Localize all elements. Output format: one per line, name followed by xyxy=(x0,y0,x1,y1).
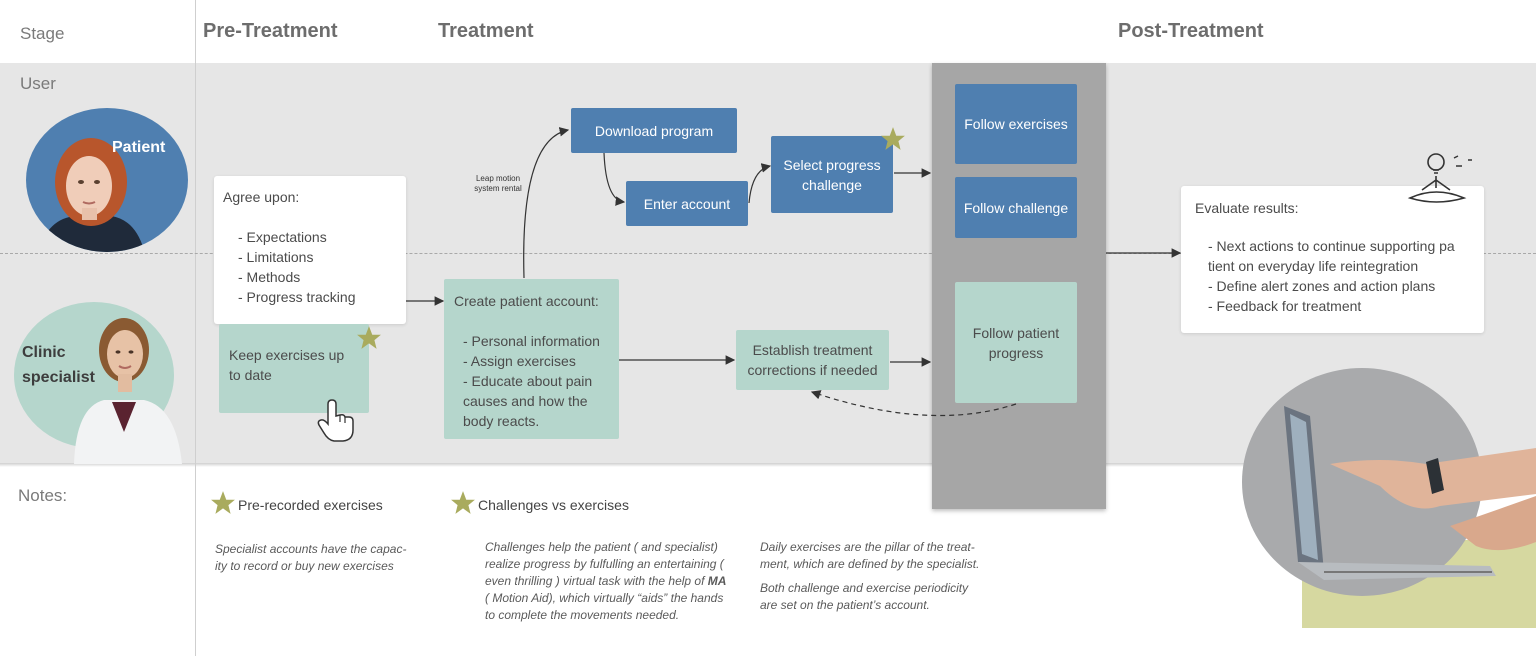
list-item: - Next actions to continue supporting pa… xyxy=(1208,238,1455,274)
lane-divider xyxy=(0,253,1536,254)
keep-exercises-label: Keep exercises up to date xyxy=(229,347,345,383)
arrow-icon xyxy=(523,127,570,279)
establish-corrections-box: Establish treatment corrections if neede… xyxy=(736,330,889,390)
arrow-icon xyxy=(603,152,626,206)
patient-avatar xyxy=(26,108,188,253)
specialist-avatar xyxy=(14,302,190,464)
follow-challenge-box: Follow challenge xyxy=(955,177,1077,238)
agree-upon-card: Agree upon: - Expectations - Limitations… xyxy=(214,176,406,324)
follow-exercises-box: Follow exercises xyxy=(955,84,1077,164)
star-icon xyxy=(211,491,235,514)
stage-treatment: Treatment xyxy=(438,20,534,42)
notes-label: Notes: xyxy=(18,486,68,505)
label-column-divider xyxy=(195,0,196,656)
list-item: - Progress tracking xyxy=(238,289,356,305)
note-daily-exercises: Daily exercises are the pillar of the tr… xyxy=(760,540,980,571)
list-item: - Personal information xyxy=(463,333,600,349)
note-challenges-text: Challenges help the patient ( and specia… xyxy=(485,540,727,622)
star-icon xyxy=(357,326,381,349)
enter-account-box: Enter account xyxy=(626,181,748,226)
arrow-icon xyxy=(810,390,1017,417)
note-challenges-title: Challenges vs exercises xyxy=(478,497,629,513)
leap-motion-note: Leap motion system rental xyxy=(474,174,522,193)
pointing-hand-icon xyxy=(317,399,354,442)
evaluate-results-list: - Next actions to continue supporting pa… xyxy=(1208,236,1468,316)
list-item: - Feedback for treatment xyxy=(1208,298,1362,314)
note-pre-recorded-title: Pre-recorded exercises xyxy=(238,497,383,513)
note-periodicity: Both challenge and exercise periodicity … xyxy=(760,581,969,612)
laptop-hand-photo xyxy=(1242,368,1536,596)
list-item: - Expectations xyxy=(238,229,327,245)
list-item: - Define alert zones and action plans xyxy=(1208,278,1436,294)
user-label: User xyxy=(20,74,56,93)
create-account-title: Create patient account: xyxy=(454,293,599,309)
stage-label: Stage xyxy=(20,24,65,43)
agree-upon-list: - Expectations - Limitations - Methods -… xyxy=(238,227,355,307)
list-item: - Educate about pain causes and how the … xyxy=(463,373,593,429)
band-shadow xyxy=(0,463,1536,467)
note-pre-recorded-text: Specialist accounts have the capac-ity t… xyxy=(215,542,407,573)
download-program-box: Download program xyxy=(571,108,737,153)
agree-upon-title: Agree upon: xyxy=(223,189,300,205)
stage-post-treatment: Post-Treatment xyxy=(1118,20,1264,42)
create-patient-account-card: Create patient account: - Personal infor… xyxy=(444,279,619,439)
list-item: - Limitations xyxy=(238,249,314,265)
meditation-lightbulb-icon xyxy=(1407,153,1472,203)
star-icon xyxy=(881,127,905,150)
patient-label: Patient xyxy=(112,139,166,156)
evaluate-results-card: Evaluate results: - Next actions to cont… xyxy=(1181,186,1484,333)
arrow-icon xyxy=(748,163,772,204)
clinic-specialist-label: Clinic specialist xyxy=(22,344,95,386)
star-icon xyxy=(451,491,475,514)
evaluate-results-title: Evaluate results: xyxy=(1195,200,1299,216)
list-item: - Methods xyxy=(238,269,301,285)
select-progress-challenge-box: Select progress challenge xyxy=(771,136,893,213)
create-account-list: - Personal information - Assign exercise… xyxy=(463,331,613,431)
stage-pre-treatment: Pre-Treatment xyxy=(203,20,338,42)
follow-patient-progress-box: Follow patient progress xyxy=(955,282,1077,403)
list-item: - Assign exercises xyxy=(463,353,576,369)
keep-exercises-card: Keep exercises up to date xyxy=(219,324,369,413)
